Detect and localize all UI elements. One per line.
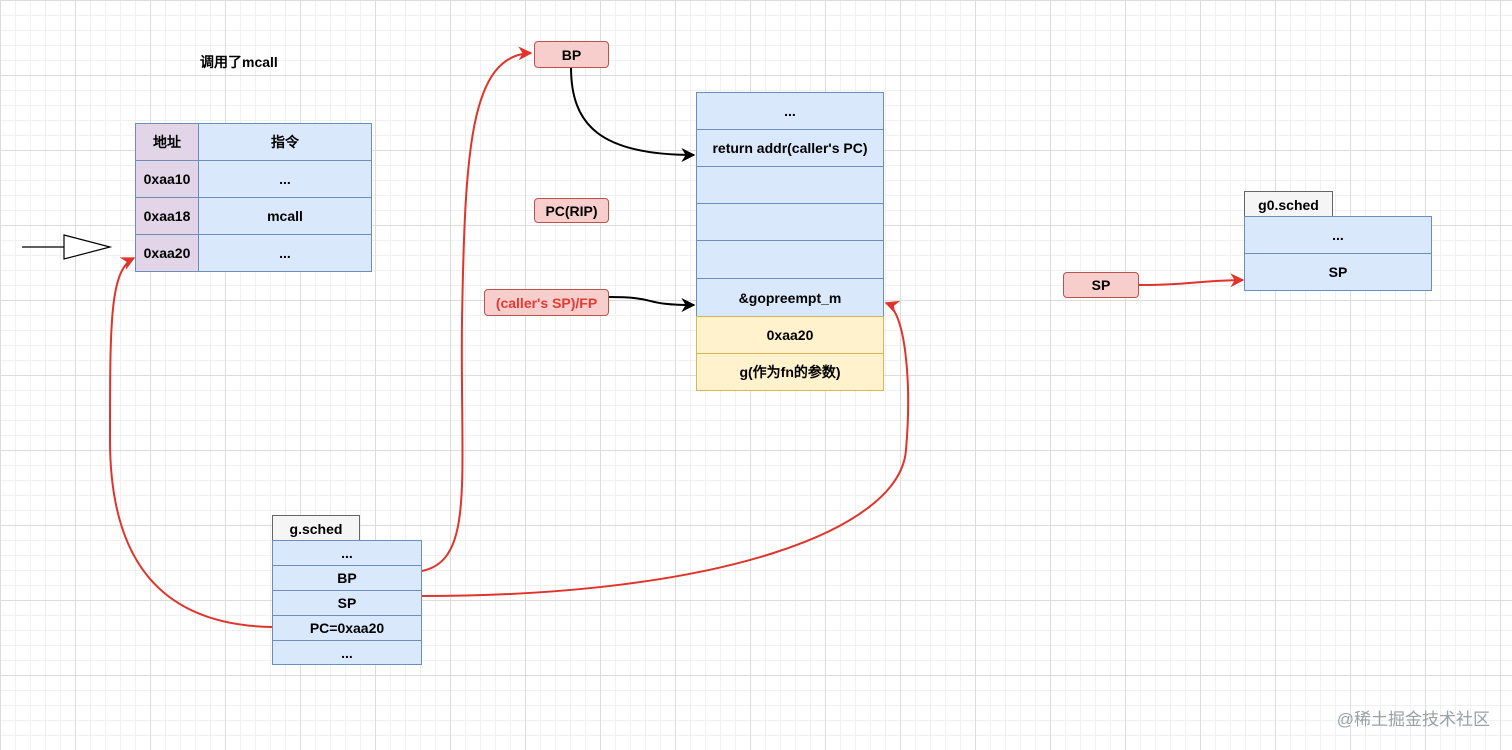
table-row-address: 0xaa10: [135, 160, 199, 198]
sp-pointer-label: SP: [1063, 272, 1139, 298]
table-row-instruction: mcall: [198, 197, 372, 235]
sp-to-g0sched-arrow: [1138, 273, 1245, 288]
bp-to-return-addr-arrow: [570, 66, 696, 162]
gsched-bp-to-bp-arrow: [421, 46, 533, 572]
pc-pointer-label: PC(RIP): [534, 198, 609, 223]
bp-pointer-label: BP: [534, 41, 609, 68]
stack-slot-return-pc: 0xaa20: [696, 316, 884, 354]
stack-slot-return-addr: return addr(caller's PC): [696, 129, 884, 167]
stack-slot: ...: [696, 92, 884, 130]
stack-slot-g-arg: g(作为fn的参数): [696, 353, 884, 391]
g-sched-row-bp: BP: [272, 565, 422, 591]
g0-sched-row: ...: [1244, 216, 1432, 254]
diagram-title: 调用了mcall: [200, 54, 278, 70]
fp-pointer-label: (caller's SP)/FP: [484, 289, 609, 316]
stack-slot: [696, 166, 884, 204]
stack-slot-gopreempt: &gopreempt_m: [696, 278, 884, 317]
g-sched-row-pc: PC=0xaa20: [272, 615, 422, 641]
table-row-instruction: ...: [198, 160, 372, 198]
table-row-instruction: ...: [198, 234, 372, 272]
g-sched-row: ...: [272, 540, 422, 566]
watermark: @稀土掘金技术社区: [1336, 710, 1490, 729]
table-row-address: 0xaa20: [135, 234, 199, 272]
stack-slot: [696, 240, 884, 279]
table-row-address: 0xaa18: [135, 197, 199, 235]
table-header-instruction: 指令: [198, 123, 372, 161]
g-sched-row-sp: SP: [272, 590, 422, 616]
g0-sched-row-sp: SP: [1244, 253, 1432, 291]
gsched-pc-to-instr-arrow: [108, 257, 273, 628]
g-sched-title: g.sched: [272, 515, 360, 541]
current-instruction-pointer-arrow: [22, 234, 113, 260]
fp-to-gopreempt-arrow: [608, 296, 696, 312]
g-sched-row: ...: [272, 640, 422, 665]
g0-sched-title: g0.sched: [1244, 191, 1333, 217]
gsched-sp-to-stack-arrow: [421, 300, 910, 597]
table-header-address: 地址: [135, 123, 199, 161]
stack-slot: [696, 203, 884, 241]
